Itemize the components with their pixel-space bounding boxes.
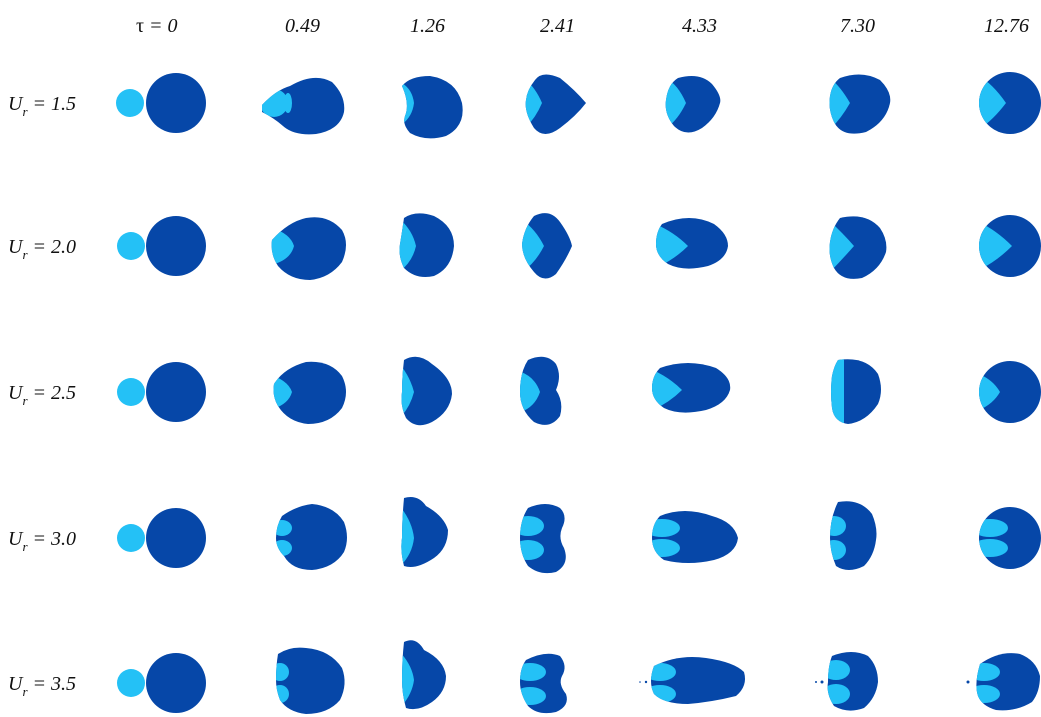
merged-droplet: [525, 74, 586, 134]
small-droplet: [117, 232, 145, 260]
merged-droplet: [652, 363, 731, 413]
large-droplet: [146, 73, 206, 133]
merged-droplet: [829, 216, 887, 279]
droplet-pair-initial: [117, 362, 206, 422]
row-label-ur: Ur = 2.5: [8, 382, 76, 408]
tau-symbol: τ: [136, 15, 144, 37]
merged-droplet: [273, 361, 346, 424]
merged-droplet: [520, 504, 566, 574]
row-label-ur: Ur = 3.0: [8, 528, 76, 554]
droplet-row: [117, 213, 1041, 280]
merged-droplet: [401, 356, 452, 426]
column-header-time: 4.33: [682, 15, 717, 37]
merged-droplet: [656, 218, 728, 269]
merged-droplet: [520, 653, 567, 714]
merged-droplet: [831, 359, 881, 424]
merged-droplet: [262, 77, 345, 135]
small-droplet: [117, 524, 145, 552]
merged-droplet: [402, 76, 463, 139]
time-0: 0: [168, 15, 178, 37]
small-droplet: [117, 378, 145, 406]
merged-droplet: [520, 356, 562, 425]
column-headers: τ = 0 0.49 1.26 2.41 4.33 7.30 12.76: [136, 15, 1029, 37]
droplet-grid: [116, 72, 1041, 714]
droplet-pair-initial: [117, 508, 206, 568]
merged-droplet: [815, 652, 878, 711]
merged-droplet: [966, 653, 1040, 711]
droplet-row: [117, 640, 1040, 714]
merged-droplet: [401, 497, 448, 567]
merged-droplet: [276, 504, 347, 570]
row-label-ur: Ur = 1.5: [8, 93, 76, 119]
small-droplet: [117, 669, 145, 697]
row-label-ur: Ur = 2.0: [8, 236, 76, 262]
large-droplet: [146, 653, 206, 713]
merged-droplet: [829, 74, 891, 134]
merged-droplet: [979, 72, 1041, 134]
droplet-row: [117, 356, 1041, 426]
large-droplet: [146, 362, 206, 422]
merged-droplet: [979, 361, 1041, 423]
large-droplet: [146, 216, 206, 276]
merged-droplet: [639, 657, 745, 704]
column-header-tau-0: τ = 0: [136, 15, 178, 37]
column-header-time: 2.41: [540, 15, 575, 37]
merged-droplet: [271, 217, 346, 280]
merged-droplet: [665, 76, 721, 133]
merged-droplet: [402, 640, 446, 710]
droplet-pair-initial: [117, 653, 206, 713]
column-header-time: 1.26: [410, 15, 445, 37]
merged-droplet: [652, 511, 738, 563]
column-header-time: 0.49: [285, 15, 320, 37]
merged-droplet: [522, 213, 572, 279]
droplet-pair-initial: [117, 216, 206, 276]
merged-droplet: [399, 213, 454, 277]
row-labels: Ur = 1.5 Ur = 2.0 Ur = 2.5 Ur = 3.0 Ur =…: [8, 93, 76, 699]
droplet-pair-initial: [116, 73, 206, 133]
droplet-row: [116, 72, 1041, 139]
droplet-row: [117, 497, 1041, 574]
small-droplet: [116, 89, 144, 117]
column-header-time: 12.76: [984, 15, 1029, 37]
row-label-ur: Ur = 3.5: [8, 673, 76, 699]
large-droplet: [146, 508, 206, 568]
column-header-time: 7.30: [840, 15, 875, 37]
merged-droplet: [979, 507, 1041, 569]
tau-equals: =: [144, 15, 168, 37]
merged-droplet: [276, 647, 345, 714]
merged-droplet: [830, 501, 877, 570]
merged-droplet: [979, 215, 1041, 277]
